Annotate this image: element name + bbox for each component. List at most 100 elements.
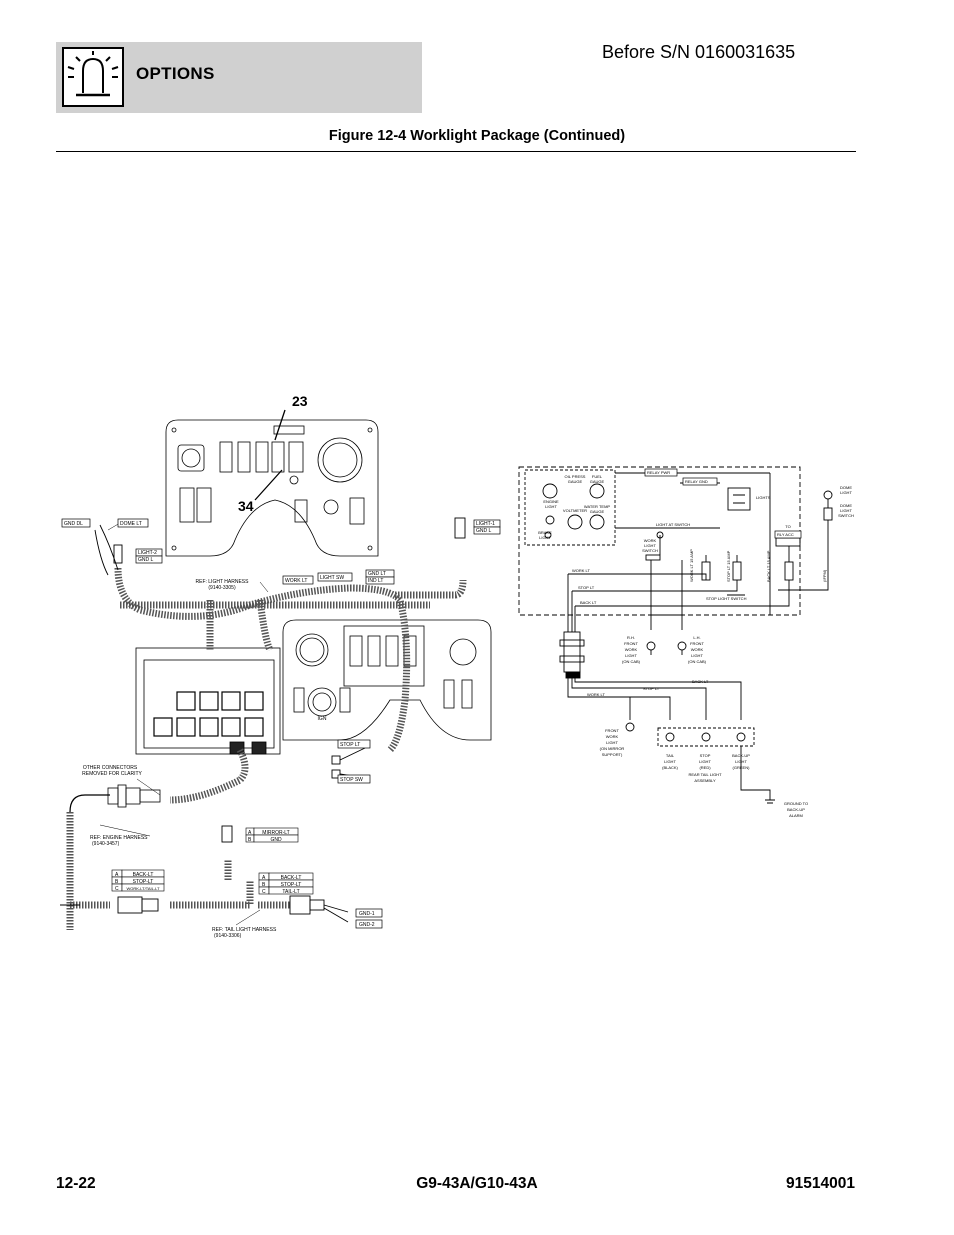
- label-ref-tail-harness-pn: (9140-3306): [214, 933, 242, 939]
- sch-dome-light-1: DOME: [840, 485, 852, 490]
- sch-lh-4: LIGHT: [691, 653, 703, 658]
- sch-backup-3: (GREEN): [733, 765, 751, 770]
- sch-lights: LIGHTS: [756, 495, 771, 500]
- engine-harness-connector: [69, 784, 161, 813]
- sch-rh-1: R.H.: [627, 635, 635, 640]
- sch-front-work-2: WORK: [606, 734, 619, 739]
- sch-stop-lt: STOP LT: [578, 585, 595, 590]
- table-right-pin-a: A: [262, 875, 266, 881]
- sch-brake-light-2: LIGHT: [539, 535, 551, 540]
- label-ref-engine-harness: REF: ENGINE HARNESS: [90, 835, 148, 841]
- sch-tail-2: LIGHT: [664, 759, 676, 764]
- table-left-circuit-c: WORK-LT/TAIL-LT: [126, 886, 160, 891]
- sch-stop-2: LIGHT: [699, 759, 711, 764]
- sch-front-work-1: FRONT: [605, 728, 619, 733]
- sch-brake-light-1: BRAKE: [538, 530, 552, 535]
- label-stop-sw: STOP SW: [340, 777, 363, 783]
- beacon-light-icon: [62, 47, 124, 107]
- label-work-lt: WORK LT: [285, 578, 307, 584]
- label-light-sw: LIGHT SW: [320, 575, 344, 581]
- sch-rear-assy-2: ASSEMBLY: [694, 778, 716, 783]
- label-gnd-dl: GND DL: [64, 521, 83, 527]
- sch-stop-lt-fuse: STOP LT 15 AMP: [726, 550, 731, 582]
- sch-back-lt-fuse: BACK LT 15 AMP: [766, 550, 771, 582]
- table-left-circuit-a: BACK-LT: [133, 872, 154, 878]
- label-other-connectors-1: OTHER CONNECTORS: [83, 765, 138, 771]
- label-other-connectors-2: REMOVED FOR CLARITY: [82, 771, 142, 777]
- table-right-circuit-a: BACK-LT: [281, 875, 302, 881]
- sch-ground-3: ALARM: [789, 813, 803, 818]
- sch-dome-light-2: LIGHT: [840, 490, 852, 495]
- label-gnd-l-left: GND L: [138, 557, 154, 563]
- sch-fuel-1: FUEL: [592, 474, 603, 479]
- sch-stop-lt-lower: STOP LT: [643, 686, 660, 691]
- label-stop-lt: STOP LT: [340, 742, 360, 748]
- lower-dash-panel: [282, 619, 492, 741]
- sch-ground-2: BACK-UP: [787, 807, 805, 812]
- sch-water-temp-2: GAUGE: [590, 509, 605, 514]
- sch-light-at-switch: LIGHT AT SWITCH: [656, 522, 690, 527]
- sch-dome-switch-3: SWITCH: [838, 513, 854, 518]
- label-light-1: LIGHT-1: [476, 521, 495, 527]
- sch-stop-light-switch: STOP LIGHT SWITCH: [706, 596, 747, 601]
- callout-23: 23: [292, 393, 308, 409]
- page-number: 12-22: [56, 1175, 96, 1192]
- table-right-pin-b: B: [262, 882, 266, 888]
- table-mirror-circuit-b: GND: [270, 837, 282, 843]
- sch-lh-1: L.H.: [693, 635, 700, 640]
- sch-work-switch-2: LIGHT: [644, 543, 656, 548]
- label-gnd-1: GND-1: [359, 911, 375, 917]
- table-left-pin-b: B: [115, 879, 119, 885]
- connector-table-frames: [111, 827, 314, 895]
- sch-oil-press-1: OIL PRESS: [565, 474, 586, 479]
- sch-back-lt-lower: BACK LT: [692, 679, 709, 684]
- sch-dome-switch-1: DOME: [840, 503, 852, 508]
- serial-note: Before S/N 0160031635: [602, 42, 796, 62]
- sch-lh-3: WORK: [691, 647, 704, 652]
- sch-fuel-2: GAUGE: [590, 479, 605, 484]
- sch-front-work-5: SUPPORT): [602, 752, 623, 757]
- header-rule: [56, 151, 856, 152]
- label-gnd-l-right: GND L: [476, 528, 492, 534]
- label-ref-light-harness: REF: LIGHT HARNESS: [196, 579, 250, 585]
- section-title: OPTIONS: [136, 64, 215, 83]
- sch-engine-light-2: LIGHT: [545, 504, 557, 509]
- table-mirror-pin-a: A: [248, 830, 252, 836]
- label-ref-light-harness-pn: (9140-3305): [208, 585, 236, 591]
- sch-lh-2: FRONT: [690, 641, 704, 646]
- sch-voltmeter: VOLTMETER: [563, 508, 587, 513]
- sch-rh-5: (ON CAB): [622, 659, 641, 664]
- sch-engine-light-1: ENGINE: [543, 499, 559, 504]
- sch-relay-pwr: RELAY PWR: [647, 470, 670, 475]
- electrical-schematic: [518, 466, 833, 804]
- sch-back-lt: BACK LT: [580, 600, 597, 605]
- figure-title: Figure 12-4 Worklight Package (Continued…: [328, 128, 626, 144]
- table-right-circuit-b: STOP-LT: [281, 882, 302, 888]
- label-boxes: [61, 468, 802, 929]
- table-right-circuit-c: TAIL-LT: [282, 889, 299, 895]
- sch-rly-acc: RLY ACC: [777, 532, 794, 537]
- sch-rear-assy-1: REAR TAIL LIGHT: [688, 772, 722, 777]
- table-right-pin-c: C: [262, 889, 266, 895]
- sch-relay-gnd: RELAY GND: [685, 479, 708, 484]
- sch-work-switch-3: SWITCH: [642, 548, 658, 553]
- sch-oil-press-2: GAUGE: [568, 479, 583, 484]
- label-ind-lt: IND LT: [368, 578, 383, 584]
- table-left-pin-a: A: [115, 872, 119, 878]
- table-left-pin-c: C: [115, 886, 119, 892]
- sch-front-work-4: (ON MIRROR: [600, 746, 625, 751]
- fuse-relay-panel: [135, 647, 281, 755]
- sch-tail-1: TAIL: [666, 753, 675, 758]
- sch-work-lt: WORK LT: [572, 568, 590, 573]
- sch-stop-3: (RED): [699, 765, 711, 770]
- sch-rh-4: LIGHT: [625, 653, 637, 658]
- small-connectors: [94, 517, 466, 923]
- model-number: G9-43A/G10-43A: [416, 1175, 538, 1192]
- sch-backup-2: LIGHT: [735, 759, 747, 764]
- label-gnd-2: GND-2: [359, 922, 375, 928]
- label-ref-engine-harness-pn: (9140-3457): [92, 841, 120, 847]
- callout-34: 34: [238, 498, 254, 514]
- sch-water-temp-1: WATER TEMP: [584, 504, 610, 509]
